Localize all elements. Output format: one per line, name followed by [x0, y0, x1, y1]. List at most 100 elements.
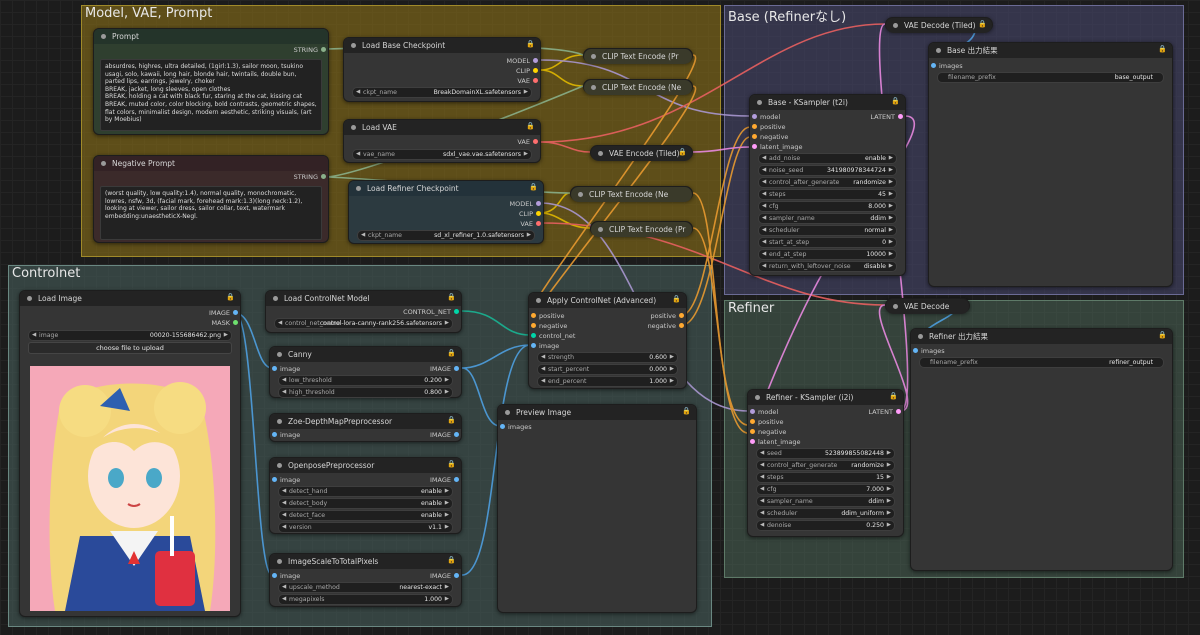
arrow-left-icon[interactable]: ◀ — [760, 510, 765, 516]
input-image[interactable]: image — [272, 365, 300, 373]
lock-icon[interactable]: 🔒 — [1158, 331, 1167, 339]
arrow-right-icon[interactable]: ▶ — [444, 512, 449, 518]
socket-icon[interactable] — [913, 348, 918, 353]
arrow-right-icon[interactable]: ▶ — [444, 389, 449, 395]
arrow-right-icon[interactable]: ▶ — [886, 522, 891, 528]
arrow-right-icon[interactable]: ▶ — [886, 486, 891, 492]
arrow-right-icon[interactable]: ▶ — [888, 167, 893, 173]
node-vae-decode[interactable]: VAE Decode — [885, 298, 970, 314]
socket-icon[interactable] — [750, 409, 755, 414]
socket-icon[interactable] — [233, 310, 238, 315]
lock-icon[interactable]: 🔒 — [447, 460, 456, 468]
lock-icon[interactable]: 🔒 — [889, 392, 898, 400]
arrow-right-icon[interactable]: ▶ — [886, 498, 891, 504]
lock-icon[interactable]: 🔒 — [1158, 45, 1167, 53]
arrow-right-icon[interactable]: ▶ — [888, 191, 893, 197]
node-preview-image[interactable]: Preview Image 🔒 images — [497, 404, 697, 613]
arrow-right-icon[interactable]: ▶ — [888, 263, 893, 269]
arrow-left-icon[interactable]: ◀ — [762, 203, 767, 209]
socket-icon[interactable] — [752, 124, 757, 129]
lock-icon[interactable]: 🔒 — [529, 183, 538, 191]
socket-icon[interactable] — [531, 313, 536, 318]
arrow-right-icon[interactable]: ▶ — [888, 227, 893, 233]
socket-icon[interactable] — [531, 323, 536, 328]
arrow-left-icon[interactable]: ◀ — [278, 320, 283, 326]
output-negative[interactable]: negative — [648, 322, 684, 330]
arrow-left-icon[interactable]: ◀ — [282, 584, 287, 590]
arrow-left-icon[interactable]: ◀ — [282, 377, 287, 383]
input-images[interactable]: images — [500, 423, 532, 431]
choose-file-button[interactable]: choose file to upload — [28, 342, 232, 354]
socket-icon[interactable] — [272, 573, 277, 578]
socket-icon[interactable] — [750, 429, 755, 434]
arrow-left-icon[interactable]: ◀ — [361, 232, 366, 238]
arrow-left-icon[interactable]: ◀ — [282, 389, 287, 395]
input-image[interactable]: image — [272, 476, 300, 484]
negative-prompt-textarea[interactable]: (worst quality, low quality:1.4), normal… — [100, 186, 322, 240]
arrow-right-icon[interactable]: ▶ — [669, 366, 674, 372]
input-positive[interactable]: positive — [531, 312, 565, 320]
output-clip[interactable]: CLIP — [519, 210, 541, 218]
arrow-left-icon[interactable]: ◀ — [760, 474, 765, 480]
arrow-right-icon[interactable]: ▶ — [886, 462, 891, 468]
socket-icon[interactable] — [272, 432, 277, 437]
arrow-right-icon[interactable]: ▶ — [888, 179, 893, 185]
arrow-right-icon[interactable]: ▶ — [888, 155, 893, 161]
arrow-left-icon[interactable]: ◀ — [762, 215, 767, 221]
output-image[interactable]: IMAGE — [430, 476, 459, 484]
socket-icon[interactable] — [272, 366, 277, 371]
input-positive[interactable]: positive — [752, 123, 786, 131]
arrow-left-icon[interactable]: ◀ — [762, 155, 767, 161]
input-negative[interactable]: negative — [752, 133, 788, 141]
socket-icon[interactable] — [272, 477, 277, 482]
socket-icon[interactable] — [533, 139, 538, 144]
output-image[interactable]: IMAGE — [430, 365, 459, 373]
arrow-left-icon[interactable]: ◀ — [760, 498, 765, 504]
arrow-left-icon[interactable]: ◀ — [762, 179, 767, 185]
input-image[interactable]: image — [531, 342, 559, 350]
lock-icon[interactable]: 🔒 — [447, 293, 456, 301]
arrow-right-icon[interactable]: ▶ — [669, 378, 674, 384]
arrow-left-icon[interactable]: ◀ — [762, 167, 767, 173]
arrow-left-icon[interactable]: ◀ — [762, 263, 767, 269]
node-clip-text-encode-negative[interactable]: CLIP Text Encode (Ne — [583, 79, 693, 95]
arrow-left-icon[interactable]: ◀ — [356, 89, 361, 95]
input-latent-image[interactable]: latent_image — [750, 438, 801, 446]
arrow-left-icon[interactable]: ◀ — [760, 522, 765, 528]
input-model[interactable]: model — [752, 113, 780, 121]
input-positive[interactable]: positive — [750, 418, 784, 426]
socket-icon[interactable] — [750, 439, 755, 444]
lock-icon[interactable]: 🔒 — [978, 20, 987, 28]
lock-icon[interactable]: 🔒 — [226, 293, 235, 301]
socket-icon[interactable] — [750, 419, 755, 424]
socket-icon[interactable] — [500, 424, 505, 429]
arrow-left-icon[interactable]: ◀ — [762, 251, 767, 257]
arrow-left-icon[interactable]: ◀ — [32, 332, 37, 338]
socket-icon[interactable] — [536, 221, 541, 226]
output-control-net[interactable]: CONTROL_NET — [403, 308, 459, 316]
output-string[interactable]: STRING — [294, 173, 326, 181]
socket-icon[interactable] — [454, 477, 459, 482]
arrow-right-icon[interactable]: ▶ — [886, 474, 891, 480]
arrow-right-icon[interactable]: ▶ — [888, 215, 893, 221]
socket-icon[interactable] — [454, 366, 459, 371]
arrow-right-icon[interactable]: ▶ — [888, 203, 893, 209]
socket-icon[interactable] — [533, 78, 538, 83]
